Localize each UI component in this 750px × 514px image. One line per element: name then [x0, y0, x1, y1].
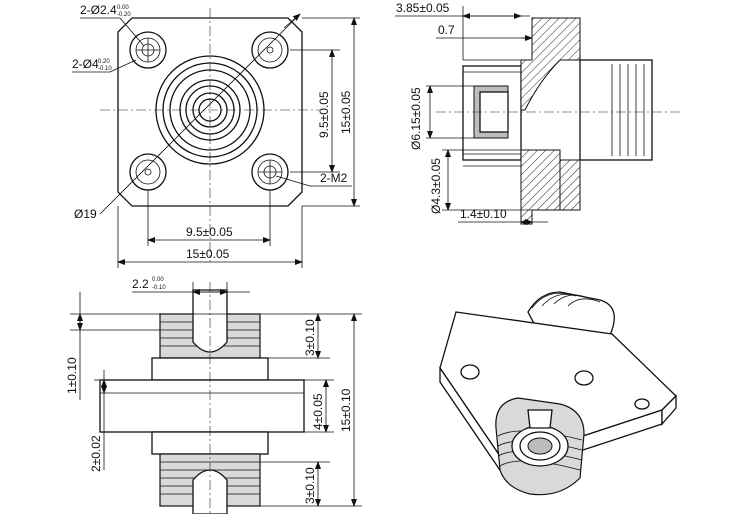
- side-slot-bottom: [192, 469, 228, 514]
- isometric-view: [439, 291, 677, 496]
- label-hole-large: 2-Ø2.4: [80, 3, 117, 17]
- label-flange-height: 4±0.05: [311, 393, 325, 430]
- label-offset-b: 2±0.02: [89, 435, 103, 472]
- label-thread-top: 3±0.10: [303, 319, 317, 356]
- label-flange-thickness: 1.4±0.10: [460, 207, 507, 221]
- label-thread-bottom: 3±0.10: [303, 467, 317, 504]
- section-view: 3.85±0.05 0.7 Ø6.15±0.05 Ø4.3±0.05 1.4±0…: [395, 1, 680, 225]
- section-front-thread: [579, 59, 653, 161]
- svg-text:0.20: 0.20: [98, 59, 110, 65]
- leader-thread-holes: [275, 175, 311, 187]
- label-slot-width: 2.2: [132, 277, 149, 291]
- svg-text:-0.20: -0.20: [117, 12, 131, 18]
- diameter-leader: [99, 13, 301, 215]
- label-offset-a: 1±0.10: [65, 357, 79, 394]
- svg-text:-0.10: -0.10: [98, 66, 112, 72]
- label-thread-holes: 2-M2: [320, 171, 348, 185]
- svg-text:0.00: 0.00: [117, 5, 129, 11]
- label-bore-outer: Ø6.15±0.05: [409, 87, 423, 150]
- corner-hole-top-left: [129, 31, 167, 69]
- side-view: 2.2 0.00 -0.10 3±0.10 4±0.05 15±0.10 3±0…: [65, 277, 362, 514]
- label-lip: 0.7: [438, 23, 455, 37]
- iso-hole-left: [460, 364, 480, 380]
- leader-hole-small: [109, 59, 137, 73]
- label-width-h: 15±0.05: [186, 247, 230, 261]
- front-view: 2-Ø2.4 0.00 -0.20 2-Ø4 0.20 -0.10 2-M2 Ø…: [72, 3, 360, 268]
- label-flange-diameter: Ø19: [74, 207, 97, 221]
- label-total-height: 15±0.10: [339, 388, 353, 432]
- svg-text:0.00: 0.00: [152, 277, 164, 283]
- label-width-v: 15±0.05: [339, 90, 353, 134]
- label-hole-spacing-h: 9.5±0.05: [186, 225, 233, 239]
- label-depth: 3.85±0.05: [396, 1, 450, 15]
- central-boss: [155, 55, 265, 165]
- svg-text:-0.10: -0.10: [152, 285, 166, 291]
- iso-hole-front-right: [634, 398, 650, 410]
- label-bore-inner: Ø4.3±0.05: [429, 158, 443, 214]
- label-hole-spacing-v: 9.5±0.05: [317, 91, 331, 138]
- iso-hole-right: [574, 370, 594, 386]
- corner-hole-bottom-right: [251, 153, 289, 191]
- label-hole-small: 2-Ø4: [72, 57, 99, 71]
- corner-hole-top-right: [251, 31, 289, 69]
- section-flange: [520, 17, 581, 111]
- iso-front-thread: [495, 397, 585, 496]
- side-flange: [99, 379, 305, 433]
- leader-hole-large: [119, 17, 145, 47]
